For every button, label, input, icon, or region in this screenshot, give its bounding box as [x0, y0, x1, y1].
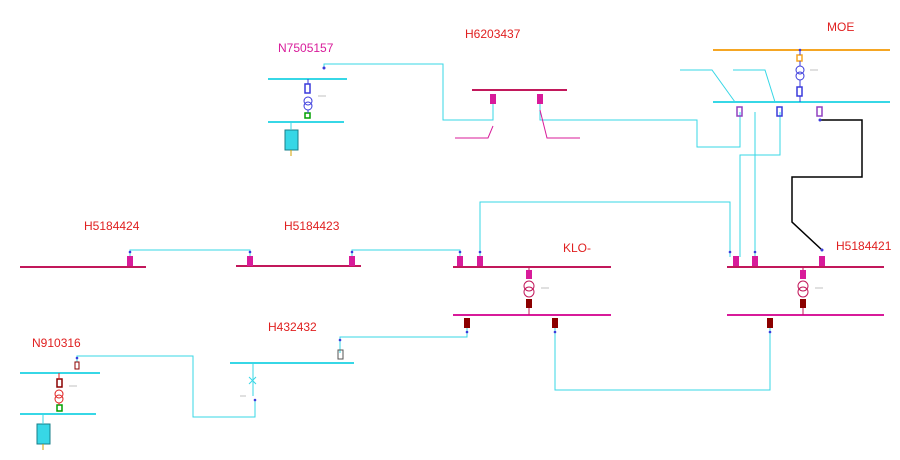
breaker-klo-2[interactable]	[477, 256, 483, 266]
breaker-h6203437-2[interactable]	[537, 94, 543, 104]
transformer-n910316[interactable]	[54, 373, 64, 405]
breaker-n910316-top[interactable]	[74, 361, 80, 370]
breaker-n910316-low[interactable]	[56, 404, 63, 412]
breaker-h5184421-1[interactable]	[733, 256, 739, 266]
line-moe-stub-right	[733, 69, 776, 103]
disconnector-h432432[interactable]	[248, 376, 257, 385]
tiny-annotations	[69, 69, 823, 397]
line-h432432-klo[interactable]	[339, 325, 468, 353]
breaker-h5184421-2[interactable]	[752, 256, 758, 266]
label-h5184423: H5184423	[284, 219, 340, 233]
transformer-h5184421[interactable]	[797, 267, 809, 315]
label-h5184424: H5184424	[84, 219, 140, 233]
loads	[36, 122, 299, 450]
node-dots	[75, 48, 824, 402]
breaker-n7505157-low[interactable]	[304, 112, 311, 119]
breaker-h5184423-2[interactable]	[349, 256, 355, 266]
breaker-h5184423-1[interactable]	[247, 256, 253, 266]
load-n910316[interactable]	[36, 423, 51, 445]
breaker-h5184421-tr-top[interactable]	[800, 270, 806, 279]
label-h6203437: H6203437	[465, 27, 521, 41]
line-moe-stub-left	[680, 69, 736, 103]
line-moe-h5184421-a[interactable]	[739, 112, 781, 257]
label-moe: MOE	[827, 20, 854, 34]
transformer-moe[interactable]	[795, 50, 805, 102]
busbars	[20, 49, 890, 415]
breaker-moe-1[interactable]	[736, 106, 743, 117]
connections-cyan	[76, 63, 781, 418]
line-moe-h5184421-black[interactable]	[791, 119, 863, 251]
label-n7505157: N7505157	[278, 41, 334, 55]
breaker-h432432[interactable]	[337, 349, 344, 360]
line-h5184424-h5184423[interactable]	[129, 249, 251, 256]
label-h432432: H432432	[268, 320, 317, 334]
transformer-n7505157[interactable]	[303, 79, 313, 113]
transformer-klo[interactable]	[523, 267, 535, 315]
transformers	[54, 50, 809, 405]
breaker-klo-4[interactable]	[552, 318, 558, 328]
breaker-h5184421-3[interactable]	[819, 256, 825, 266]
breaker-klo-1[interactable]	[457, 256, 463, 266]
line-klo-h5184421-top[interactable]	[479, 201, 731, 257]
breaker-moe-mid[interactable]	[796, 86, 803, 97]
breaker-h6203437-1[interactable]	[490, 94, 496, 104]
line-h6203437-moe[interactable]	[539, 100, 741, 148]
line-h5184423-klo[interactable]	[351, 249, 461, 257]
load-n7505157[interactable]	[284, 129, 299, 151]
breakers	[56, 54, 825, 412]
breaker-n7505157[interactable]	[304, 83, 311, 94]
label-h5184421: H5184421	[836, 239, 892, 253]
breaker-moe-2[interactable]	[776, 106, 783, 117]
breaker-moe-3[interactable]	[816, 106, 823, 117]
breaker-klo-tr-bot[interactable]	[526, 299, 532, 308]
breaker-moe-top[interactable]	[796, 54, 803, 62]
h6203437-stubs	[455, 109, 580, 139]
breaker-klo-3[interactable]	[464, 318, 470, 328]
breaker-h5184424[interactable]	[127, 256, 133, 266]
label-n910316: N910316	[32, 336, 81, 350]
line-klo-h5184421-bottom[interactable]	[554, 325, 771, 391]
breaker-klo-tr-top[interactable]	[526, 270, 532, 279]
label-klo: KLO-	[563, 241, 591, 255]
breaker-h5184421-tr-bot[interactable]	[800, 299, 806, 308]
line-n910316-h432432[interactable]	[76, 355, 256, 418]
breaker-h5184421-4[interactable]	[767, 318, 773, 328]
line-n7505157-h6203437[interactable]	[323, 63, 494, 121]
breaker-n910316[interactable]	[56, 378, 63, 388]
